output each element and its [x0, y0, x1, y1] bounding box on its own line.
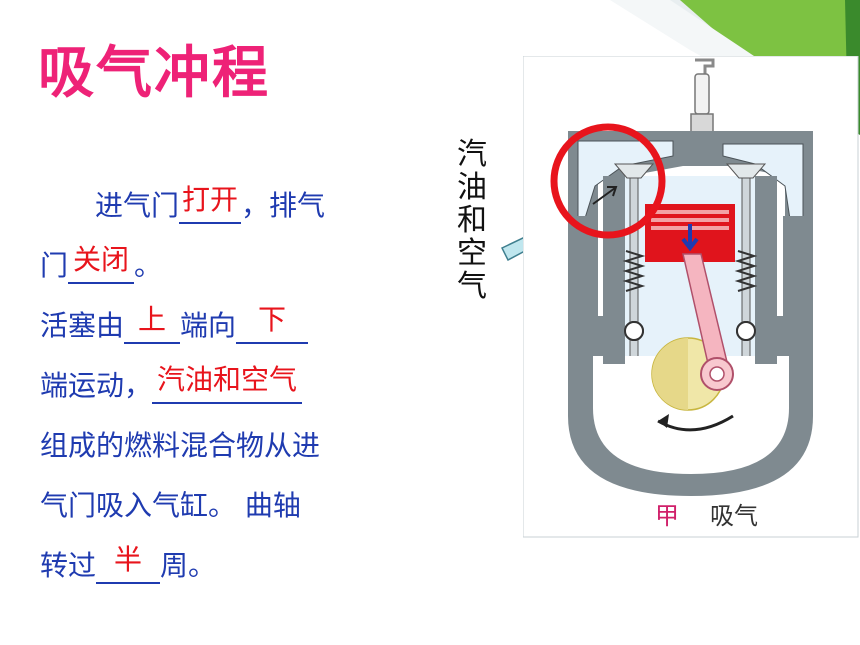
answer-open: 打开 [182, 183, 239, 216]
line-3: 活塞由上端向下 [40, 296, 309, 356]
line-2: 门关闭。 [40, 243, 163, 284]
blank-end-position: 下 [236, 304, 309, 344]
line-6: 气门吸入气缸。 曲轴 [40, 489, 301, 522]
blank-intake-valve: 打开 [179, 184, 242, 224]
page-title: 吸气冲程 [38, 41, 270, 106]
figure-caption-text: 吸气 [710, 502, 758, 530]
line-7: 转过半周。 [40, 543, 217, 584]
answer-down: 下 [258, 303, 287, 336]
intake-mixture-label: 汽 油 和 空 气 [457, 137, 487, 304]
answer-mixture: 汽油和空气 [157, 363, 298, 396]
line-1: 进气门打开，排气 [95, 183, 326, 224]
blank-mixture: 汽油和空气 [152, 364, 303, 404]
blank-rotation: 半 [96, 544, 161, 584]
answer-closed: 关闭 [73, 243, 130, 276]
blank-exhaust-valve: 关闭 [68, 244, 135, 284]
answer-up: 上 [138, 303, 167, 336]
figure-caption-letter: 甲 [655, 502, 679, 530]
line-5: 组成的燃料混合物从进 [40, 429, 321, 462]
answer-half: 半 [114, 543, 143, 576]
line-4: 端运动，汽油和空气 [40, 356, 303, 416]
engine-intake-diagram [523, 56, 859, 538]
highlight-ring [550, 123, 666, 239]
blank-start-position: 上 [124, 304, 181, 344]
